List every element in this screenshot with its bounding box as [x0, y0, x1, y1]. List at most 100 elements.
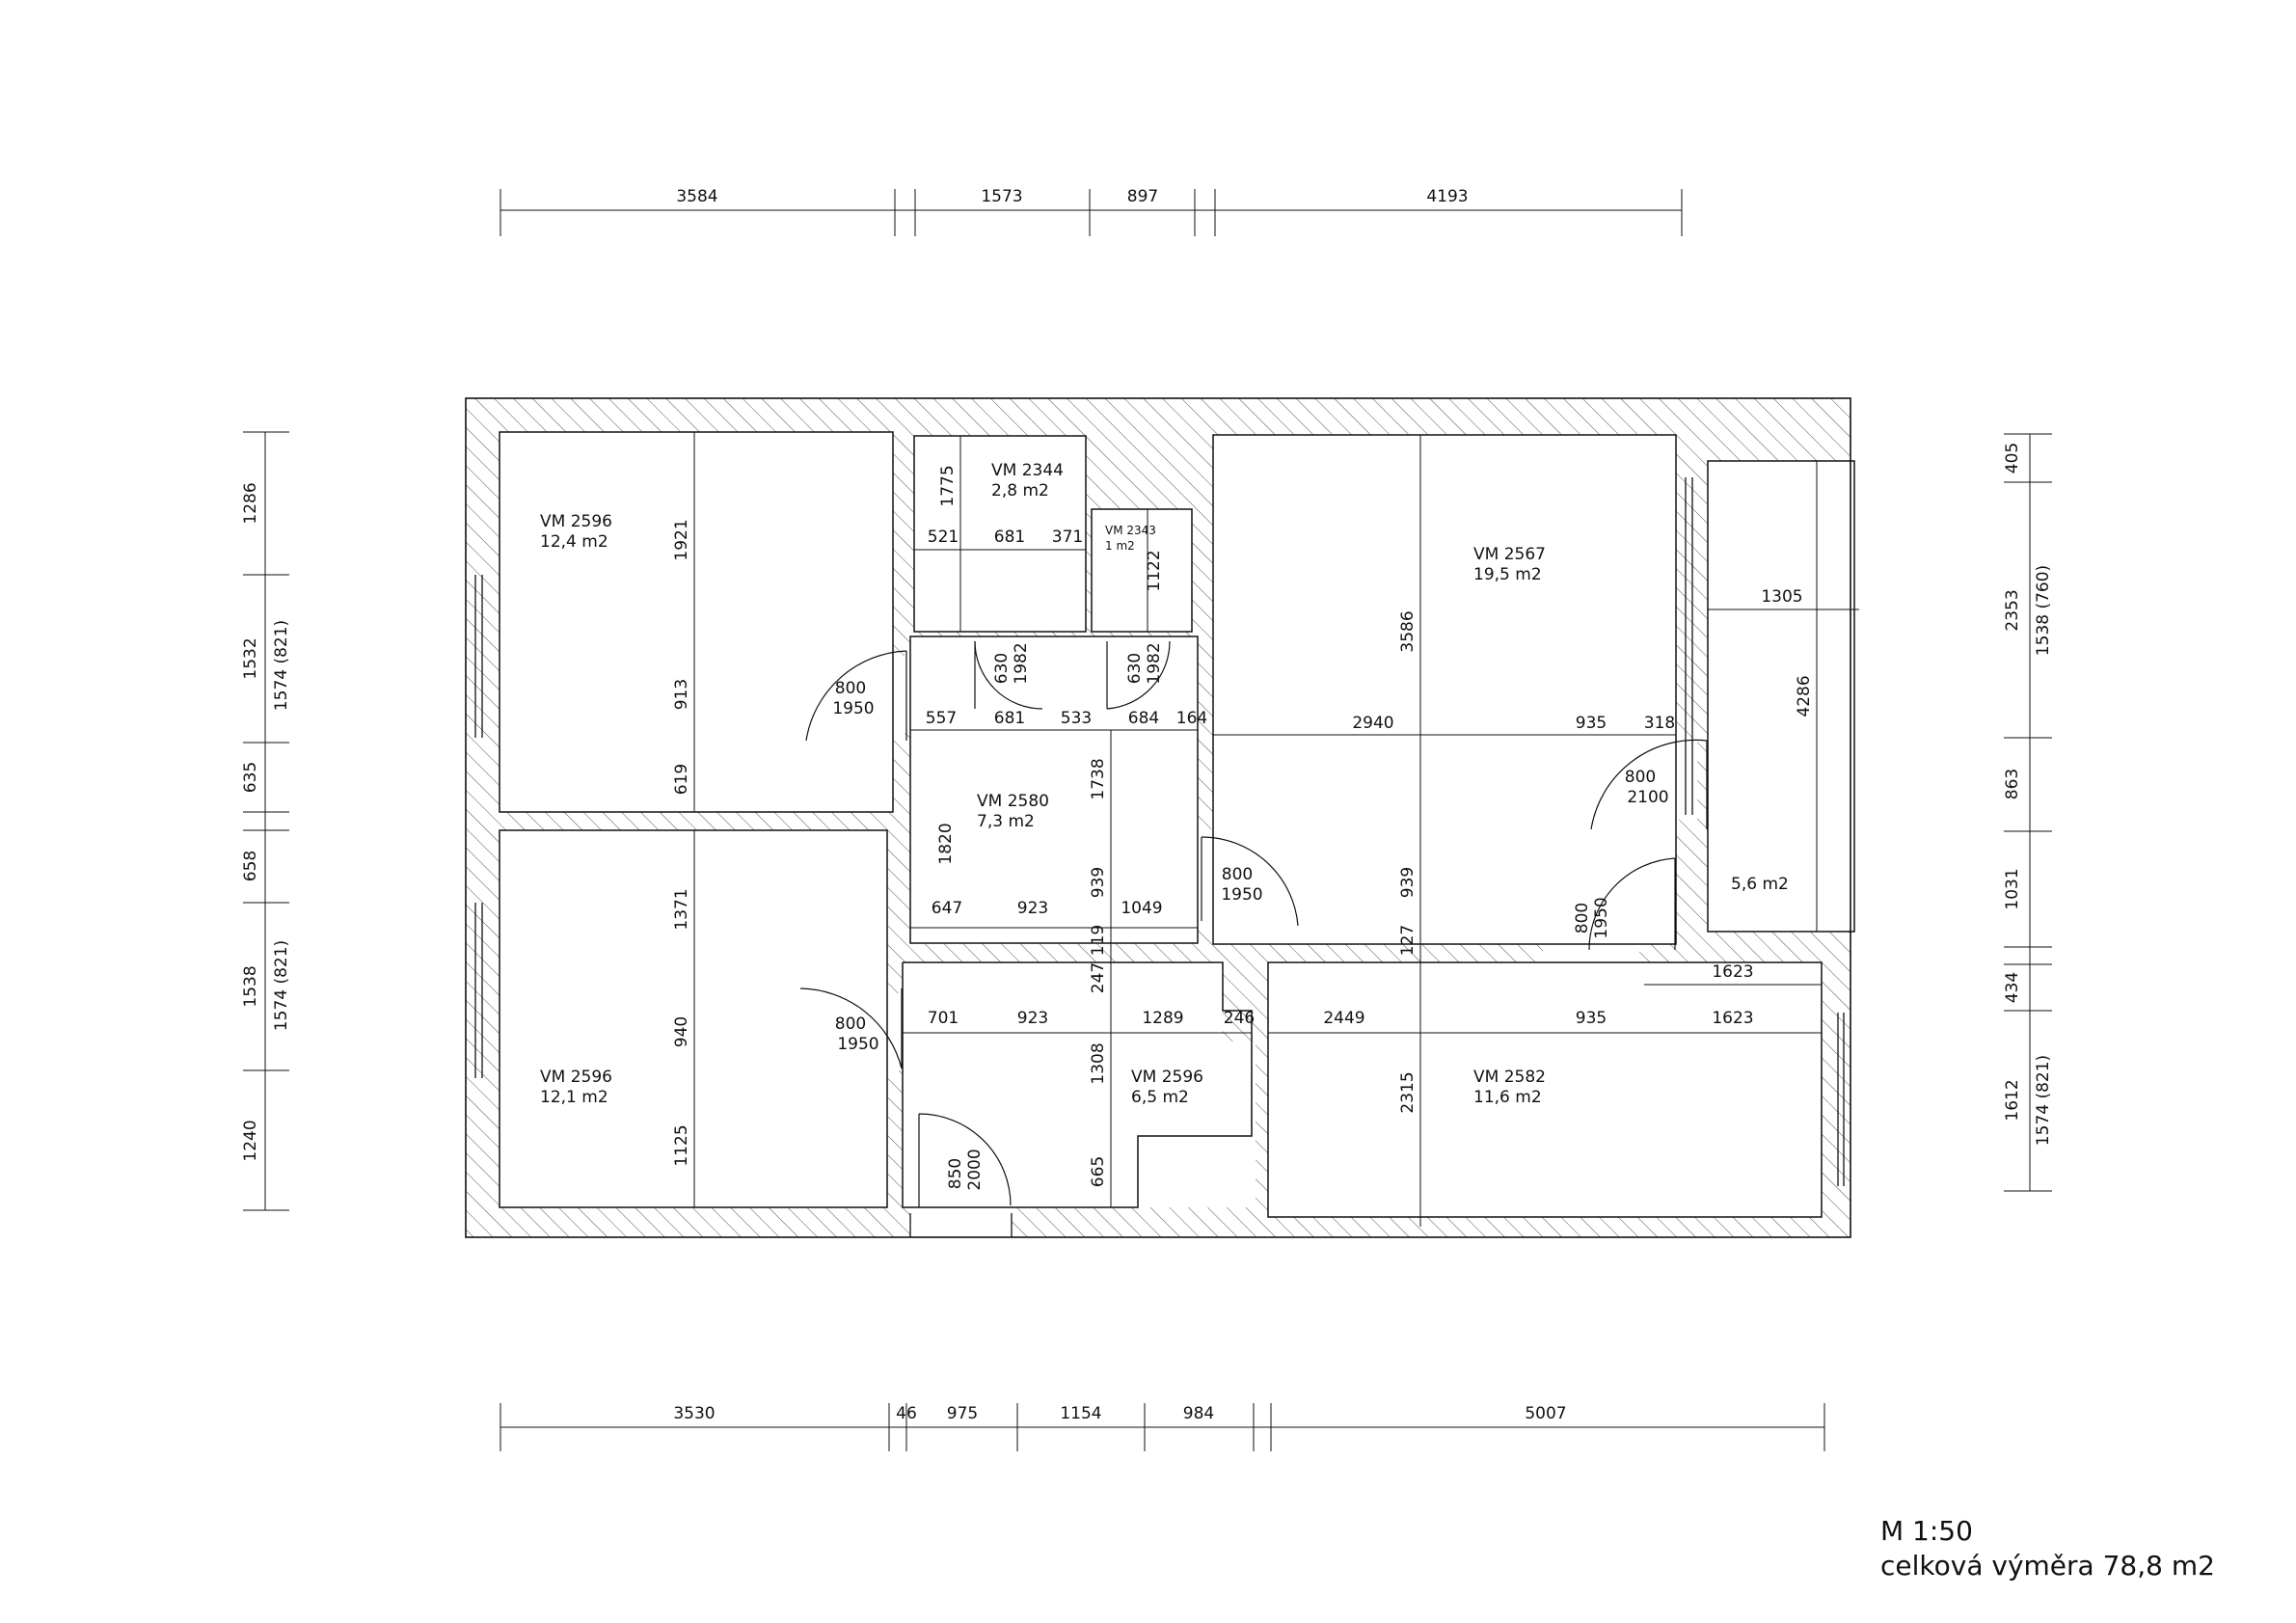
door-width: 850	[946, 1158, 965, 1189]
dim-label: 939	[1089, 867, 1108, 898]
room-label-area: 7,3 m2	[977, 812, 1035, 831]
dim-label: 246	[1224, 1009, 1255, 1028]
dim-label: 935	[1576, 714, 1607, 733]
room-label-name: VM 2343	[1105, 524, 1156, 537]
dim-label: 913	[672, 679, 691, 710]
dim-label: 247	[1089, 962, 1108, 993]
dim-label: 405	[2003, 443, 2022, 473]
dim-label: 1623	[1712, 1009, 1753, 1028]
dim-label: 1031	[2003, 868, 2022, 909]
top-dimensions: 3584 1573 897 4193	[676, 187, 1468, 206]
room-label-name: VM 2567	[1473, 545, 1546, 564]
dim-label: 1738	[1089, 758, 1108, 799]
dim-label: 647	[932, 899, 962, 918]
dim-label: 2353	[2003, 589, 2022, 631]
door-width: 800	[835, 679, 866, 698]
door-height: 1950	[1221, 885, 1262, 905]
dim-label: 318	[1644, 714, 1675, 733]
room-label-name: VM 2582	[1473, 1068, 1546, 1087]
room-label-name: VM 2596	[540, 512, 612, 531]
room-label-area: 5,6 m2	[1731, 875, 1789, 894]
windows	[474, 477, 1845, 1237]
dim-label: 1982	[1145, 642, 1164, 684]
dim-label: 975	[947, 1404, 978, 1423]
dim-label: 863	[2003, 769, 2022, 799]
door-height: 2000	[965, 1149, 985, 1190]
door-height: 2100	[1627, 788, 1668, 807]
room-label-name: VM 2580	[977, 792, 1049, 811]
room-label-name: VM 2596	[540, 1068, 612, 1087]
dim-label: 897	[1127, 187, 1158, 206]
room-outlines	[499, 431, 1855, 1218]
room-label-area: 11,6 m2	[1473, 1088, 1542, 1107]
dim-label: 1612	[2003, 1079, 2022, 1121]
dim-label: 1125	[672, 1124, 691, 1166]
dim-label: 2315	[1398, 1071, 1418, 1113]
dim-label: 1049	[1121, 899, 1162, 918]
dim-label: 3584	[676, 187, 717, 206]
room-labels: VM 2596 12,4 m2 VM 2596 12,1 m2 VM 2344 …	[540, 461, 1789, 1107]
dim-label: 164	[1176, 709, 1207, 728]
dim-label: 1538	[241, 965, 260, 1007]
room-label-area: 12,4 m2	[540, 532, 608, 552]
dim-label: 1775	[938, 465, 958, 506]
dim-label: 684	[1128, 709, 1159, 728]
door-width: 800	[835, 1014, 866, 1034]
dim-label: 1371	[672, 888, 691, 930]
bottom-dimensions: 3530 46 975 1154 984 5007	[673, 1404, 1566, 1423]
dim-label: 1623	[1712, 962, 1753, 982]
dim-label: 1574 (821)	[272, 940, 291, 1031]
dim-label: 939	[1398, 867, 1418, 898]
door-width: 800	[1573, 903, 1592, 933]
dim-label: 619	[672, 764, 691, 795]
room-label-area: 19,5 m2	[1473, 565, 1542, 584]
dim-label: 1240	[241, 1120, 260, 1161]
room-label-area: 12,1 m2	[540, 1088, 608, 1107]
dim-label: 2940	[1352, 714, 1393, 733]
dim-label: 630	[1125, 653, 1145, 684]
room-label-area: 1 m2	[1105, 539, 1135, 553]
dim-label: 1289	[1142, 1009, 1183, 1028]
dim-label: 1921	[672, 519, 691, 560]
door-width: 800	[1222, 865, 1253, 884]
dim-label: 1122	[1145, 550, 1164, 591]
dim-label: 681	[994, 527, 1025, 547]
dim-label: 1308	[1089, 1042, 1108, 1084]
dim-label: 371	[1052, 527, 1083, 547]
dim-label: 1574 (821)	[2034, 1055, 2053, 1146]
door-height: 1950	[837, 1035, 878, 1054]
left-dimensions: 1286 1532 1574 (821) 635 658 1538 1574 (…	[241, 482, 291, 1161]
door-width: 800	[1625, 768, 1656, 787]
dim-label: 1573	[981, 187, 1022, 206]
dim-label: 3586	[1398, 610, 1418, 652]
room-label-area: 6,5 m2	[1131, 1088, 1189, 1107]
dim-label: 4193	[1426, 187, 1468, 206]
dim-label: 1532	[241, 637, 260, 679]
dim-label: 665	[1089, 1156, 1108, 1187]
dim-label: 1305	[1761, 587, 1802, 607]
dim-label: 521	[928, 527, 959, 547]
dim-label: 923	[1017, 1009, 1048, 1028]
dim-label: 1538 (760)	[2034, 565, 2053, 656]
dim-label: 1982	[1012, 642, 1031, 684]
dim-label: 119	[1089, 925, 1108, 956]
door-height: 1950	[832, 699, 874, 718]
dim-label: 658	[241, 851, 260, 881]
dim-label: 1154	[1060, 1404, 1101, 1423]
room-label-area: 2,8 m2	[991, 481, 1049, 500]
dim-label: 2449	[1323, 1009, 1364, 1028]
dim-label: 681	[994, 709, 1025, 728]
dim-label: 923	[1017, 899, 1048, 918]
dim-label: 46	[896, 1404, 917, 1423]
dim-label: 1574 (821)	[272, 620, 291, 711]
total-area-label: celková výměra 78,8 m2	[1880, 1550, 2215, 1582]
dim-label: 557	[926, 709, 957, 728]
dim-label: 701	[928, 1009, 959, 1028]
dim-label: 935	[1576, 1009, 1607, 1028]
plan-footer: M 1:50 celková výměra 78,8 m2	[1880, 1514, 2215, 1583]
room-label-name: VM 2596	[1131, 1068, 1203, 1087]
dim-label: 1286	[241, 482, 260, 524]
scale-label: M 1:50	[1880, 1515, 1973, 1547]
dim-label: 1820	[936, 823, 956, 864]
